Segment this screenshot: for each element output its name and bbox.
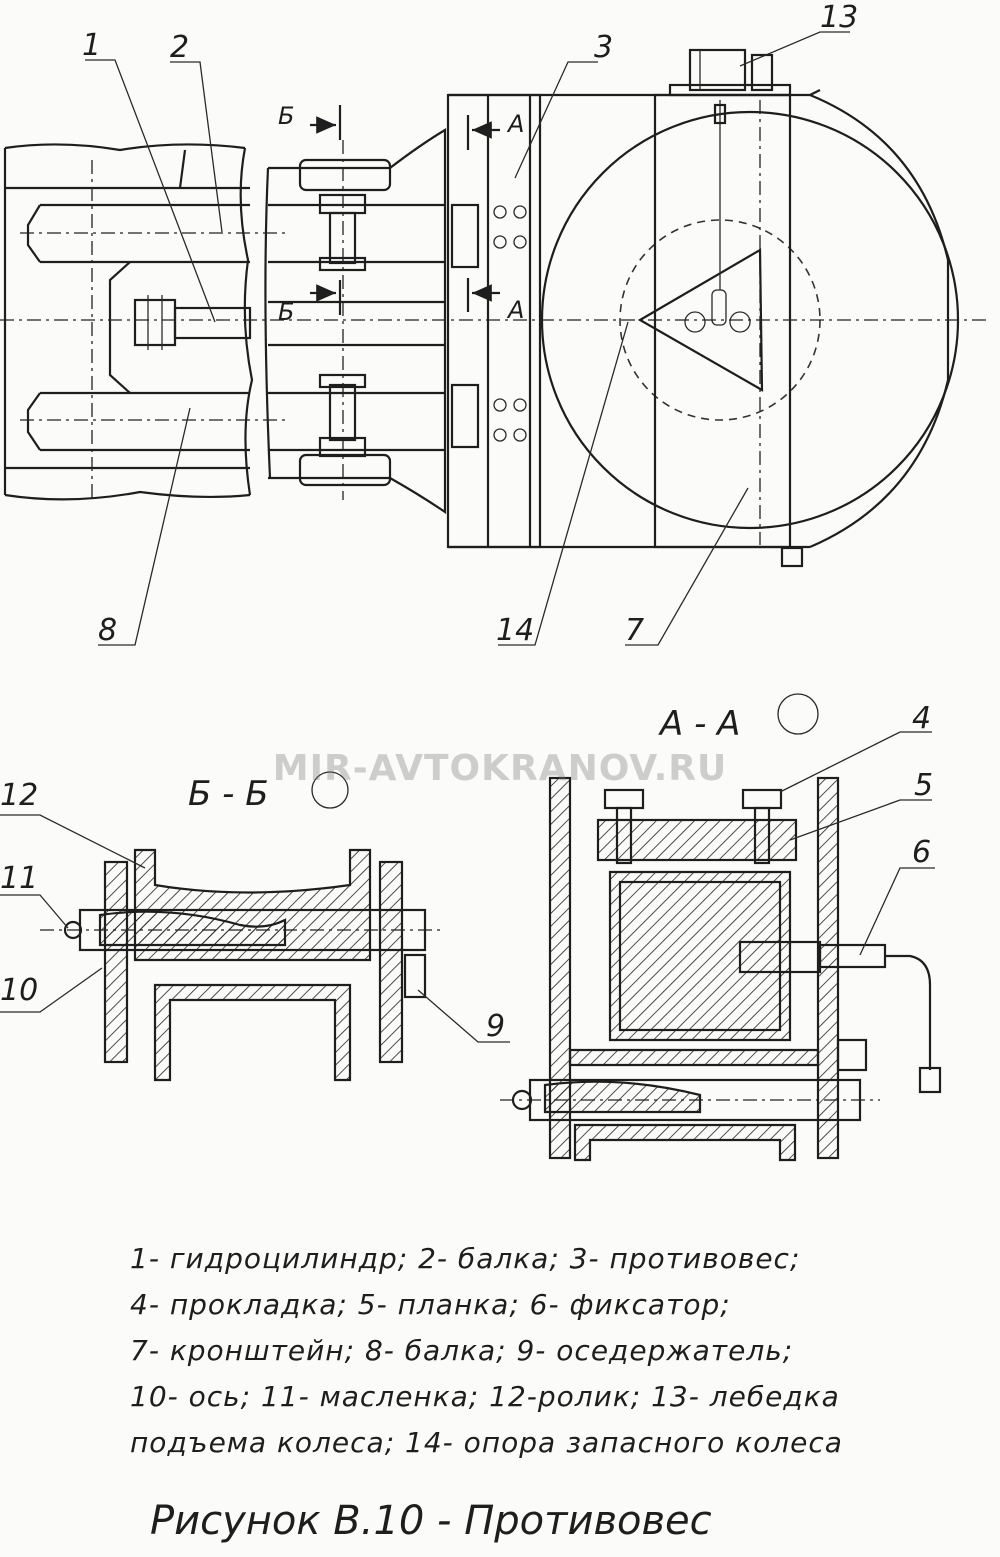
legend-line: 7- кронштейн; 8- балка; 9- оседержатель; [130, 1334, 794, 1367]
callout-12: 12 [0, 778, 38, 813]
callout-8: 8 [98, 613, 117, 648]
callout-13: 13 [820, 0, 858, 35]
section-bb-title: Б - Б [188, 774, 269, 814]
legend-line: 4- прокладка; 5- планка; 6- фиксатор; [130, 1288, 731, 1321]
legend: 1- гидроцилиндр; 2- балка; 3- противовес… [130, 1236, 890, 1466]
plan-view: Б Б А А 1 2 3 13 8 14 7 [0, 0, 990, 648]
callout-9: 9 [486, 1009, 505, 1044]
figure-caption: Рисунок В.10 - Противовес [150, 1498, 712, 1544]
callout-2: 2 [170, 30, 189, 65]
watermark: MIR-AVTOKRANOV.RU [272, 748, 728, 789]
callout-7: 7 [625, 613, 644, 648]
section-mark-a-top: А [506, 110, 524, 138]
legend-line: 10- ось; 11- масленка; 12-ролик; 13- леб… [130, 1380, 840, 1413]
legend-line: 1- гидроцилиндр; 2- балка; 3- противовес… [130, 1242, 801, 1275]
callout-6: 6 [912, 835, 931, 870]
section-mark-a-bottom: А [506, 296, 524, 324]
section-bb-view: Б - Б 12 11 10 9 [0, 771, 510, 1082]
section-mark-b-bottom: Б [278, 298, 294, 326]
section-aa-view: А - А 4 5 6 [500, 693, 942, 1162]
section-aa-title: А - А [658, 704, 740, 744]
section-mark-b-top: Б [278, 102, 294, 130]
callout-3: 3 [594, 30, 613, 65]
callout-10: 10 [0, 973, 38, 1008]
callout-5: 5 [914, 768, 933, 803]
callout-11: 11 [0, 861, 38, 896]
legend-line: подъема колеса; 14- опора запасного коле… [130, 1426, 843, 1459]
callout-14: 14 [496, 613, 534, 648]
callout-1: 1 [82, 28, 101, 63]
callout-4: 4 [912, 701, 931, 736]
